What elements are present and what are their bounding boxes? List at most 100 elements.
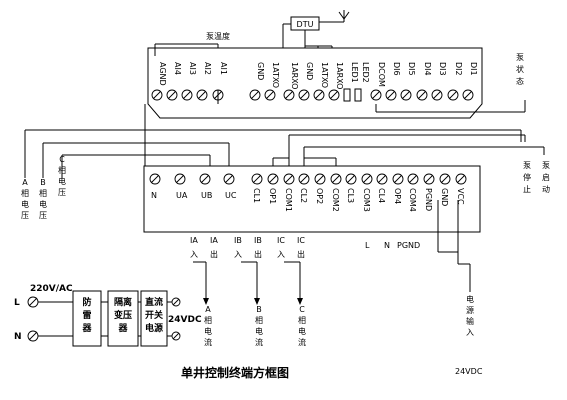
bottom-terminal-label: COM4 [408, 188, 417, 212]
bottom-terminal-screw [376, 173, 388, 185]
annotation-pump-stop: 泵 [523, 161, 531, 170]
top-terminal-screws [151, 89, 474, 101]
dc-switching-supply-block [140, 290, 168, 347]
top-terminal-label: AI3 [188, 62, 197, 75]
bottom-terminal-label: CL1 [252, 188, 261, 203]
annotation-pump-state: 状 [516, 64, 524, 74]
bottom-terminal-label: UC [225, 191, 237, 200]
top-terminal-label: DI4 [423, 62, 432, 76]
top-terminal-label: DI1 [469, 62, 478, 76]
current-direction-label: 出 [210, 249, 218, 259]
bottom-terminal-label: PGND [424, 188, 433, 211]
annotation-c-volt: 电 [58, 176, 66, 186]
annotation-b-curr: 流 [255, 337, 263, 347]
diagram-caption: 单井控制终端方框图 [181, 365, 289, 380]
top-terminal-screw [249, 89, 261, 101]
top-terminal-screw [196, 89, 208, 101]
bottom-terminal-screw [345, 173, 357, 185]
svg-text:雷: 雷 [82, 309, 91, 321]
top-terminal-label: DI6 [392, 62, 401, 76]
bottom-terminal-label: UA [176, 191, 188, 200]
led-indicators [343, 88, 362, 102]
bottom-terminal-screw [199, 173, 211, 185]
annotation-pump-start: 动 [542, 184, 550, 194]
bottom-terminal-screw [174, 173, 186, 185]
bottom-terminal-screw [298, 173, 310, 185]
bottom-terminal-screw [361, 173, 373, 185]
bottom-terminal-screw [267, 173, 279, 185]
top-terminal-label: 1ARXO [335, 62, 344, 89]
annotation-b-volt: B [40, 178, 46, 187]
top-terminal-label: GND [305, 62, 314, 80]
bottom-terminal-label: GND [440, 188, 449, 206]
dc-output-label: 24VDC [168, 315, 202, 325]
bottom-pgnd-label: PGND [397, 241, 420, 250]
annotation-a-curr: A [205, 305, 211, 314]
svg-text:变压: 变压 [114, 309, 132, 321]
top-terminal-screw [462, 89, 474, 101]
top-terminal-screw [370, 89, 382, 101]
led2-icon [354, 88, 362, 102]
annotation-pump-start: 泵 [542, 161, 550, 170]
annotation-c-curr: 相 [298, 315, 306, 325]
annotation-power-in: 入 [466, 328, 474, 337]
bottom-terminal-label: VCC [456, 188, 465, 205]
bottom-terminal-screw [149, 173, 161, 185]
top-terminal-screw [313, 89, 325, 101]
current-direction-label: 出 [254, 249, 262, 259]
bottom-terminal-screw [439, 173, 451, 185]
isolation-transformer-block [107, 290, 139, 347]
svg-text:防: 防 [82, 296, 91, 308]
bottom-terminal-label: UB [201, 191, 212, 200]
annotation-pump-start: 启 [542, 172, 550, 182]
annotation-a-volt: A [22, 178, 28, 187]
line-l-label: L [14, 298, 20, 308]
bottom-terminal-screw [314, 173, 326, 185]
bottom-terminal-screw [455, 173, 467, 185]
annotation-pump-state: 态 [516, 76, 524, 86]
lightning-arrester-block [72, 290, 102, 347]
led1-icon [343, 88, 351, 102]
top-terminal-label: AI2 [203, 62, 212, 75]
top-terminal-screw [298, 89, 310, 101]
vcc-supply-label: 24VDC [455, 367, 483, 376]
annotation-pump-state: 泵 [516, 53, 524, 62]
svg-text:器: 器 [117, 323, 128, 334]
top-terminal-screw [385, 89, 397, 101]
bottom-terminal-screw [283, 173, 295, 185]
power-chain: 220V/AC L N 防 雷 器 隔离 变压 器 直流 开关 电源 24VDC [14, 284, 202, 347]
bottom-terminal-label: CL4 [377, 188, 386, 203]
current-terminal-label: IA [210, 236, 218, 245]
top-terminal-label: LED2 [361, 62, 370, 83]
annotation-b-curr: 相 [255, 315, 263, 325]
dtu-label: DTU [297, 20, 314, 29]
bottom-terminal-label: OP2 [315, 188, 324, 204]
annotation-c-volt: 相 [58, 165, 66, 175]
top-terminal-label: LED1 [350, 62, 359, 83]
annotation-a-volt: 相 [21, 188, 29, 198]
annotation-c-volt: 压 [58, 188, 66, 197]
line-n-label: N [14, 332, 22, 342]
top-terminal-screw [181, 89, 193, 101]
bottom-terminal-label: CL2 [299, 188, 308, 203]
current-terminal-label: IA [190, 236, 198, 245]
top-terminal-screw [447, 89, 459, 101]
bottom-terminal-label: COM1 [284, 188, 293, 212]
bottom-terminal-label: OP4 [393, 188, 402, 204]
annotation-power-in: 电 [466, 294, 474, 304]
top-terminal-screw [400, 89, 412, 101]
bottom-terminal-label: COM2 [331, 188, 340, 212]
top-terminal-label: DI2 [454, 62, 463, 76]
annotation-a-curr: 电 [204, 326, 212, 336]
bottom-terminal-label: COM3 [362, 188, 371, 212]
annotation-pump-stop: 停 [523, 172, 531, 182]
bottom-terminal-screw [330, 173, 342, 185]
top-terminal-screw [264, 89, 276, 101]
annotation-b-volt: 相 [39, 188, 47, 198]
top-terminal-screw [151, 89, 163, 101]
io-module-top-block [147, 47, 483, 119]
current-terminal-label: IC [297, 236, 305, 245]
